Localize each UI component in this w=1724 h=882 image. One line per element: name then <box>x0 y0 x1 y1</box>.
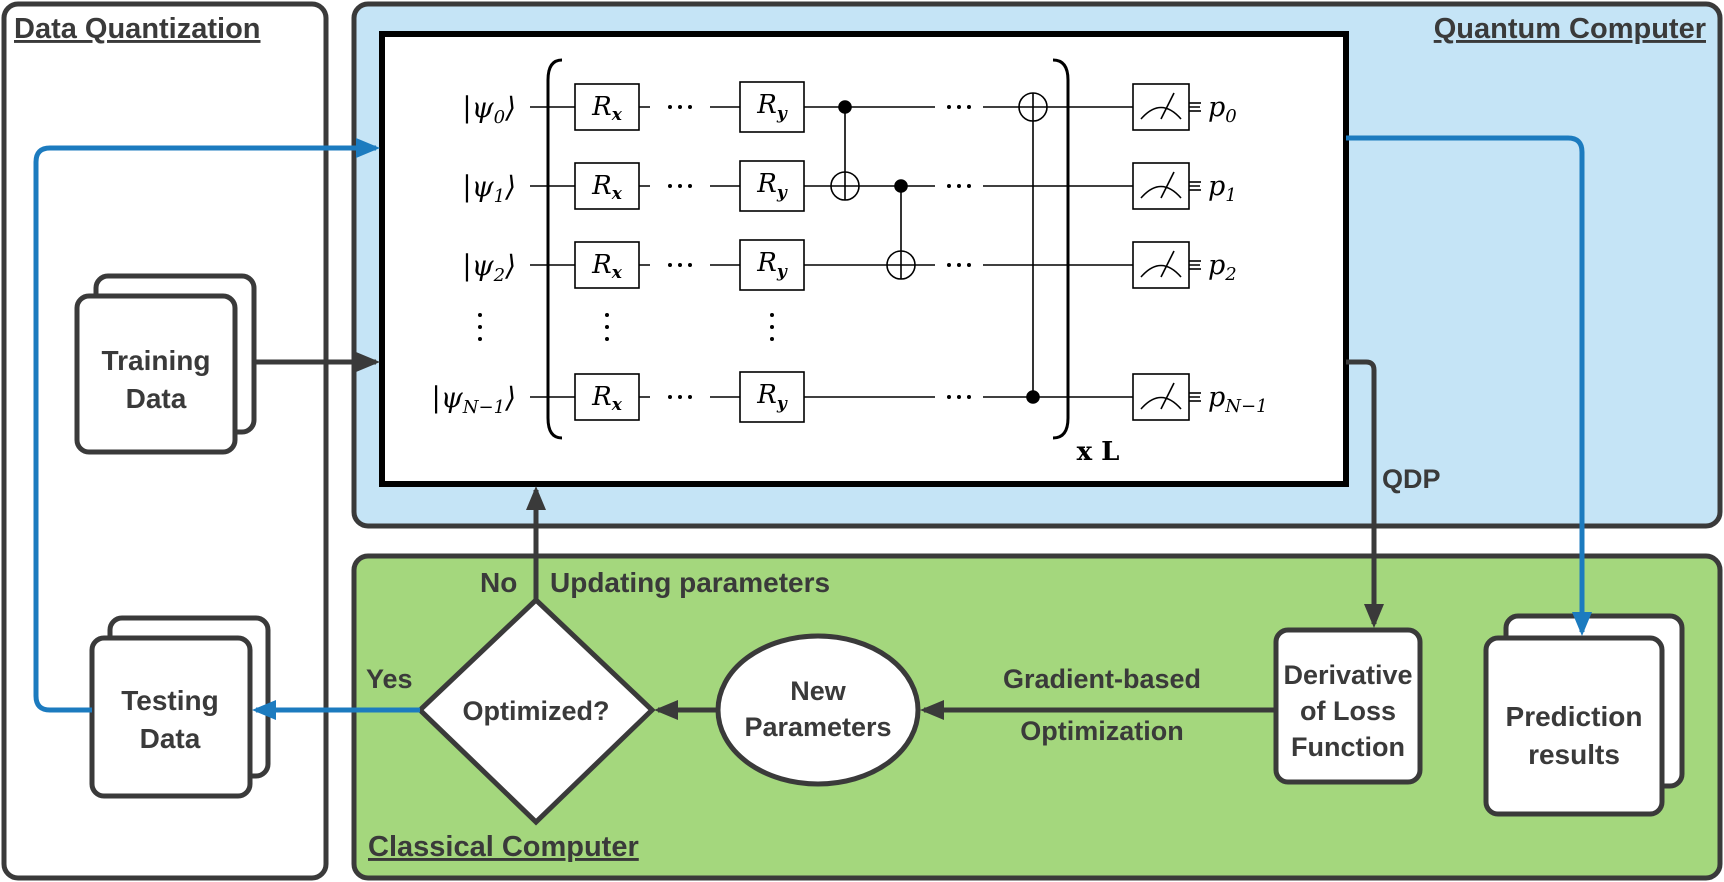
measure-2 <box>1132 241 1201 289</box>
quantum-circuit-box <box>379 31 1349 487</box>
cnot-gate-n-1-0 <box>1018 92 1048 404</box>
training-data-stack: Training Data <box>74 273 257 455</box>
edge-label-yes: Yes <box>366 664 413 694</box>
output-p0: p0 <box>1208 92 1237 127</box>
output-p1: p1 <box>1208 171 1237 206</box>
svg-text:Ry: Ry <box>756 380 788 414</box>
new-parameters-label-1: New <box>790 676 847 706</box>
ket-psi-n-1: |ψN−1⟩ <box>431 381 516 418</box>
wire-ellipses <box>478 105 971 399</box>
new-parameters-node <box>715 633 921 787</box>
svg-text:Rx: Rx <box>591 382 623 415</box>
training-data-label-2: Data <box>126 383 187 414</box>
ket-psi-1: |ψ1⟩ <box>462 170 516 207</box>
svg-text:Rx: Rx <box>591 171 623 204</box>
ry-gates: Ry Ry Ry Ry <box>739 81 805 423</box>
measure-0 <box>1132 83 1201 131</box>
arrow-testing-to-circuit <box>33 138 380 713</box>
rx-gate-1: Rx <box>574 162 640 210</box>
measure-1 <box>1132 162 1201 210</box>
prediction-label-1: Prediction <box>1506 701 1643 732</box>
edge-label-gradient-2: Optimization <box>1020 716 1184 746</box>
training-data-label-1: Training <box>102 345 211 376</box>
output-p2: p2 <box>1208 250 1237 285</box>
edge-label-no: No <box>480 567 517 598</box>
measurement-gates <box>1132 83 1201 421</box>
testing-data-label-1: Testing <box>121 685 218 716</box>
rx-gates: Rx Rx Rx Rx <box>574 83 640 421</box>
ry-gate-1: Ry <box>739 160 805 212</box>
derivative-label-1: Derivative <box>1283 660 1412 690</box>
svg-text:Ry: Ry <box>756 248 788 282</box>
testing-data-stack: Testing Data <box>89 615 271 799</box>
edge-label-gradient-1: Gradient-based <box>1003 664 1201 694</box>
measure-3 <box>1132 373 1201 421</box>
prediction-label-2: results <box>1528 739 1620 770</box>
edge-label-qdp: QDP <box>1382 464 1441 494</box>
rx-gate-0: Rx <box>574 83 640 131</box>
optimized-decision-diamond <box>416 596 656 826</box>
testing-data-label-2: Data <box>140 723 201 754</box>
cnot-gate-1-2 <box>886 179 916 280</box>
svg-text:Rx: Rx <box>591 92 623 125</box>
ket-psi-2: |ψ2⟩ <box>462 249 516 286</box>
ry-gate-2: Ry <box>739 239 805 291</box>
repeat-label: x L <box>1077 437 1120 467</box>
classical-computer-title: Classical Computer <box>368 831 639 863</box>
rx-gate-3: Rx <box>574 373 640 421</box>
ry-gate-3: Ry <box>739 371 805 423</box>
svg-text:Ry: Ry <box>756 169 788 203</box>
arrow-circuit-to-prediction <box>1346 135 1592 636</box>
qubit-wires <box>530 106 1200 398</box>
cnot-gate-0-1 <box>830 100 860 201</box>
new-parameters-label-2: Parameters <box>744 712 891 742</box>
derivative-loss-node <box>1273 627 1423 785</box>
edge-label-updating: Updating parameters <box>550 567 830 598</box>
derivative-label-2: of Loss <box>1300 696 1396 726</box>
arrow-qdp <box>1346 359 1384 628</box>
svg-text:Ry: Ry <box>756 90 788 124</box>
ry-gate-0: Ry <box>739 81 805 133</box>
layer-right-bracket <box>1052 58 1070 440</box>
prediction-results-stack: Prediction results <box>1483 613 1685 817</box>
rx-gate-2: Rx <box>574 241 640 289</box>
layer-left-bracket <box>546 58 563 440</box>
optimized-label: Optimized? <box>463 696 610 726</box>
output-pn-1: pN−1 <box>1208 382 1268 417</box>
derivative-label-3: Function <box>1291 732 1405 762</box>
svg-text:Rx: Rx <box>591 250 623 283</box>
quantum-computer-title: Quantum Computer <box>1434 13 1706 45</box>
data-quantization-title: Data Quantization <box>14 13 261 45</box>
ket-psi-0: |ψ0⟩ <box>462 91 516 128</box>
